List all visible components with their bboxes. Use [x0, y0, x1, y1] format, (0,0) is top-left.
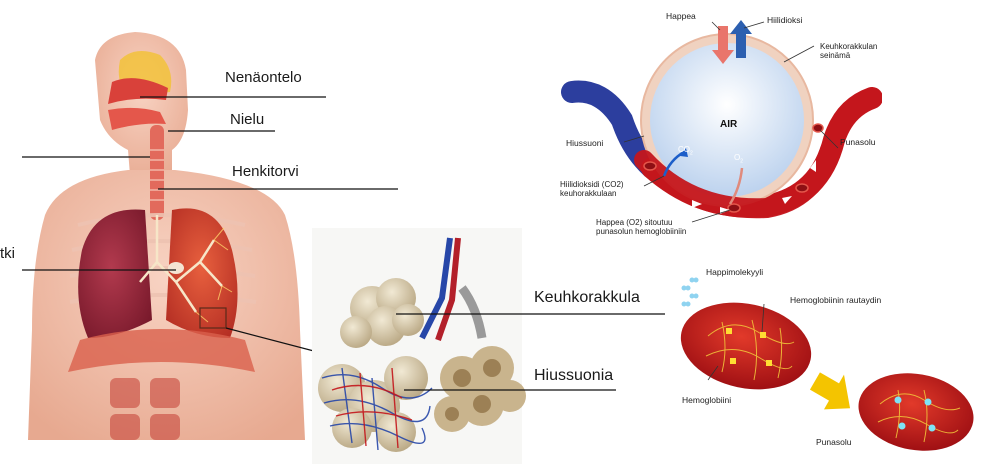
- alveolus-label: Keuhkorakkula: [534, 290, 640, 306]
- alveolar-wall-label: Keuhkorakkulan seinämä: [820, 42, 890, 60]
- oxygen-molecules: [682, 278, 699, 307]
- capillaries-label: Hiussuonia: [534, 368, 613, 384]
- hemoglobin-figure: Happimolekyyli Hemoglobiinin rautaydin H…: [662, 262, 982, 464]
- air-label: AIR: [720, 120, 737, 130]
- red-cell-deoxygenated: [673, 291, 820, 401]
- nasal-cavity-label: Nenäontelo: [225, 70, 302, 85]
- oxygen-molecules-label: Happimolekyyli: [706, 268, 763, 278]
- co2-symbol-label: CO2: [678, 146, 693, 157]
- co2-to-alveolus-label: Hiilidioksidi (CO2) keuhorakkulaan: [560, 180, 652, 198]
- heme-iron-label: Hemoglobiinin rautaydin: [790, 296, 881, 306]
- o2-symbol-label: O2: [734, 154, 743, 165]
- alveoli-figure: Keuhkorakkula Hiussuonia: [312, 228, 667, 464]
- transition-arrow: [805, 364, 863, 421]
- o2-binding-label: Happea (O2) sitoutuu punasolun hemoglobi…: [596, 218, 696, 236]
- pharynx-label: Nielu: [230, 112, 264, 127]
- capillary-label: Hiussuoni: [566, 139, 603, 149]
- co2-out-arrow: [736, 32, 746, 58]
- red-cell-label-top: Punasolu: [840, 138, 875, 148]
- oxygen-in-label: Happea: [666, 12, 696, 22]
- bronchi-label-fragment: tki: [0, 246, 15, 261]
- trachea-shape: [150, 125, 164, 220]
- trachea-label: Henkitorvi: [232, 164, 299, 179]
- gas-exchange-figure: Happea Hiilidioksi Keuhkorakkulan seinäm…: [552, 0, 882, 262]
- hemoglobin-illustration: [662, 262, 982, 464]
- red-cell-oxygenated: [852, 365, 979, 460]
- co2-out-label: Hiilidioksi: [767, 16, 802, 26]
- alveoli-illustration: [312, 228, 667, 464]
- hemoglobin-label: Hemoglobiini: [682, 396, 731, 406]
- red-cell-label-bottom: Punasolu: [816, 438, 851, 448]
